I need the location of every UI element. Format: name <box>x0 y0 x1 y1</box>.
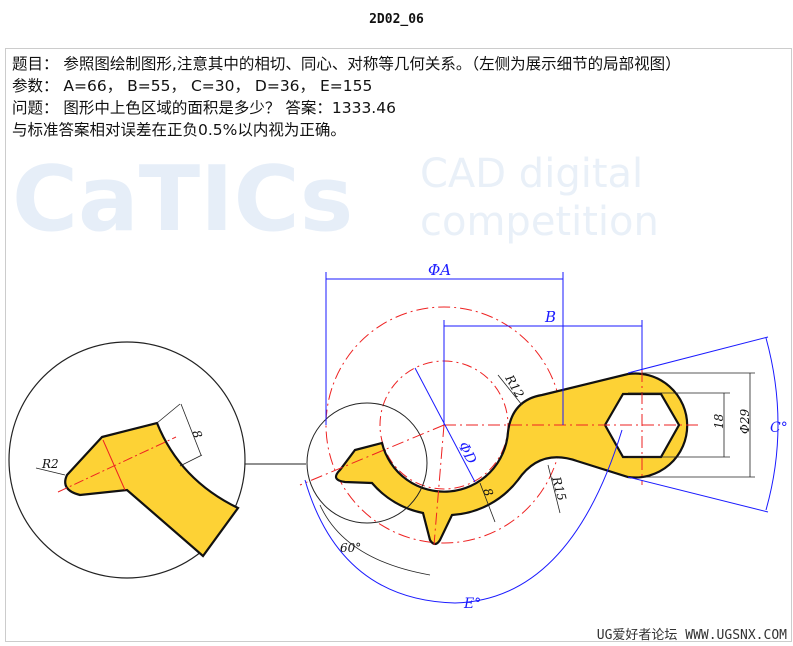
detail-extension-line <box>179 454 203 467</box>
colored-region <box>334 372 689 546</box>
problem-tolerance: 与标准答案相对误差在正负0.5%以内视为正确。 <box>12 121 346 139</box>
problem-parameters: 参数： A=66， B=55， C=30， D=36， E=155 <box>12 77 373 95</box>
dimension-lines <box>304 272 779 604</box>
centerlines <box>299 370 700 546</box>
detail-extension-line <box>156 403 181 424</box>
black-dimension-lines <box>319 372 755 576</box>
dim-phiD-label: ΦD <box>454 439 479 467</box>
watermark-logo: CaTICs <box>12 147 354 252</box>
problem-statement: 题目： 参照图绘制图形,注意其中的相切、同心、对称等几何关系。（左侧为展示细节的… <box>12 55 681 73</box>
content-frame <box>5 48 792 642</box>
detail-view-circle <box>8 341 246 579</box>
angle-60-label: 60° <box>340 541 361 555</box>
r15-label: R15 <box>549 474 569 502</box>
detail-thickness-dim <box>180 403 202 456</box>
dim-E-label: E° <box>463 596 481 612</box>
problem-question: 问题： 图形中上色区域的面积是多少？ 答案：1333.46 <box>12 99 396 117</box>
footer-watermark: UG爱好者论坛 WWW.UGSNX.COM <box>596 628 787 643</box>
problem-text: 题目： 参照图绘制图形,注意其中的相切、同心、对称等几何关系。（左侧为展示细节的… <box>12 53 681 141</box>
detail-r2-label: R2 <box>41 457 59 471</box>
page-title: 2D02_06 <box>369 12 424 27</box>
dim-B-label: B <box>544 308 556 326</box>
hex-size-label: 18 <box>712 413 726 429</box>
detail-r2-leader <box>35 467 66 476</box>
detail-centerline-cross <box>102 439 126 491</box>
r12-label: R12 <box>502 372 527 401</box>
dim-C-label: C° <box>770 420 788 436</box>
dim-phiA-label: ΦA <box>428 261 451 279</box>
detail-marker-circle <box>306 402 428 524</box>
detail-centerline <box>57 436 177 493</box>
watermark-subtitle: CAD digital competition <box>420 151 659 245</box>
detail-prong-shape <box>64 421 240 558</box>
outer-diameter-label: Φ29 <box>738 409 752 434</box>
